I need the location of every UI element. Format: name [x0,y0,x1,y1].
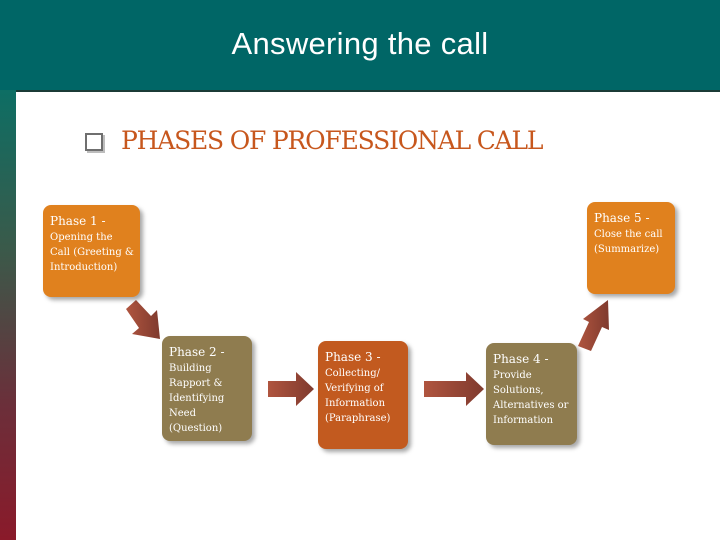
phase-5-desc-line: (Summarize) [594,244,660,255]
phase-2-desc-line: Rapport & [169,378,223,389]
phase-3-desc-line: Collecting/ [325,368,381,379]
phase-2-box: Phase 2 - Building Rapport & Identifying… [162,336,252,441]
phase-1-desc-line: Introduction) [50,262,118,273]
phase-2-desc-line: Building [169,363,212,374]
phase-4-desc-line: Alternatives or [493,400,569,411]
slide-title: Answering the call [231,26,489,61]
arrow-phase3-to-phase4 [424,372,484,406]
phase-2-name: Phase 2 - [169,345,225,359]
phase-3-desc-line: Verifying of [325,383,384,394]
phase-4-box: Phase 4 - Provide Solutions, Alternative… [486,343,577,445]
phase-5-name: Phase 5 - [594,211,650,225]
phase-2-desc-line: Identifying [169,393,225,404]
arrow-phase1-to-phase2 [126,300,160,339]
arrow-phase2-to-phase3 [268,372,314,406]
phase-5-desc-line: Close the call [594,229,663,240]
phase-2-desc-line: Need [169,408,196,419]
phase-4-name: Phase 4 - [493,352,549,366]
phase-1-name: Phase 1 - [50,214,106,228]
phase-4-desc-line: Provide [493,370,532,381]
phase-4-desc-line: Information [493,415,554,426]
checkbox-bullet-icon [85,133,103,151]
title-bar [0,0,720,90]
title-divider [16,90,720,92]
phase-1-desc-line: Call (Greeting & [50,247,134,258]
phase-3-name: Phase 3 - [325,350,381,364]
phase-1-desc-line: Opening the [50,232,113,243]
phase-1-box: Phase 1 - Opening the Call (Greeting & I… [43,205,140,297]
phase-3-box: Phase 3 - Collecting/ Verifying of Infor… [318,341,408,449]
side-accent-strip [0,90,16,540]
phase-4-desc-line: Solutions, [493,385,544,396]
diagram-heading: PHASES OF PROFESSIONAL CALL [121,126,544,155]
phase-3-desc-line: (Paraphrase) [325,413,391,424]
phase-5-box: Phase 5 - Close the call (Summarize) [587,202,675,294]
phase-2-desc-line: (Question) [169,423,223,434]
phase-3-desc-line: Information [325,398,386,409]
arrow-phase4-to-phase5 [578,300,609,351]
